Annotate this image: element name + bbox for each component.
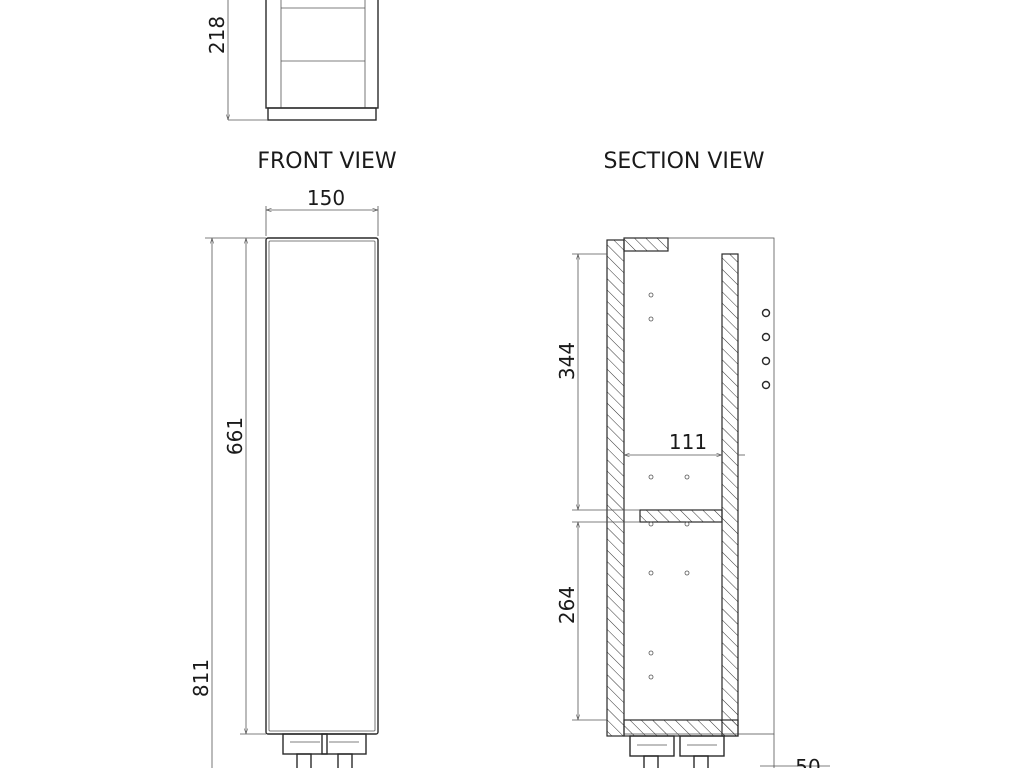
front-view-title: FRONT VIEW — [257, 149, 397, 174]
section-view: 111 344 264 50 — [555, 237, 830, 768]
dim-section-upper: 344 — [555, 342, 579, 380]
front-view: 150 661 811 — [189, 186, 379, 768]
dim-top-height: 218 — [205, 16, 229, 54]
dim-front-total-height: 811 — [189, 659, 213, 697]
section-view-title: SECTION VIEW — [603, 149, 764, 174]
dim-front-width: 150 — [307, 186, 345, 210]
dim-section-partial: 50 — [795, 755, 820, 768]
top-view: 218 — [205, 0, 379, 121]
dim-section-inner-width: 111 — [669, 430, 707, 454]
dim-section-lower: 264 — [555, 586, 579, 624]
dim-front-inner-height: 661 — [223, 417, 247, 455]
